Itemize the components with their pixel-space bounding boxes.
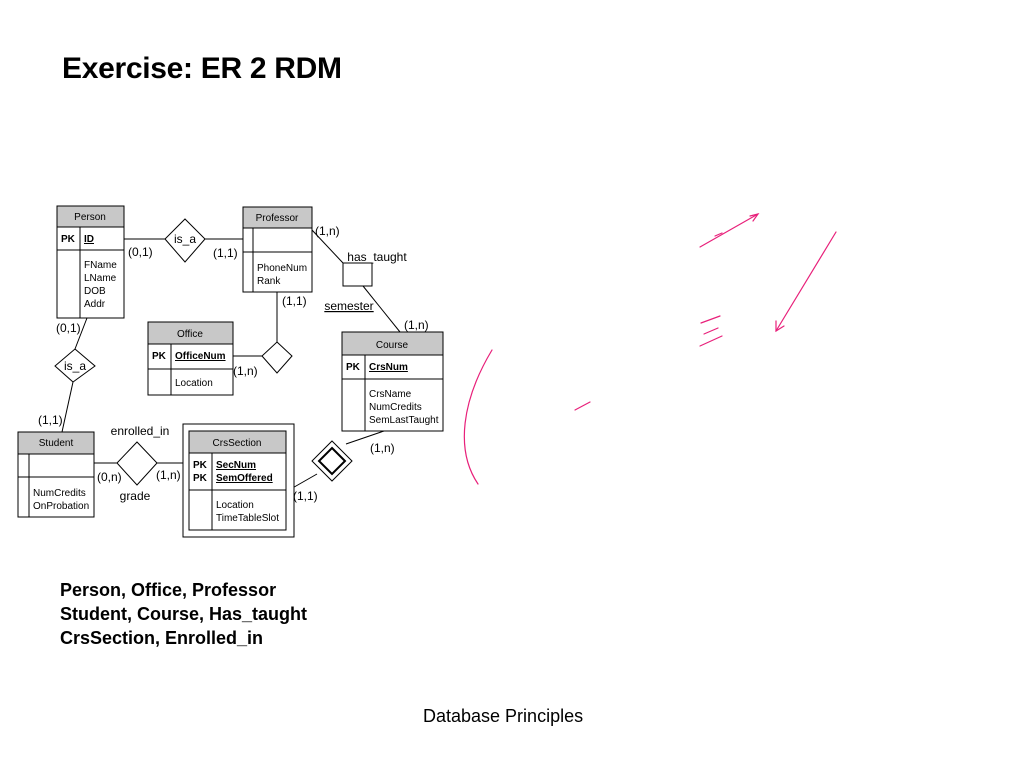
cardinality: (1,1) [282,294,307,308]
pk-attribute: OfficeNum [175,351,226,362]
isa-label-professor: is_a [174,232,196,246]
entity-summary: Person, Office, Professor Student, Cours… [60,578,307,650]
pk-label: PK [152,351,167,362]
attribute: Location [175,378,213,389]
pk-label: PK [193,473,208,484]
cardinality: (0,1) [56,321,81,335]
slide-title: Exercise: ER 2 RDM [62,52,342,85]
annotation-strokes [463,213,837,485]
entity-name: Office [177,329,203,340]
cardinality: (1,1) [213,246,238,260]
attribute: Location [216,500,254,511]
cardinality-labels: (0,1) (1,1) (1,n) (1,1) (1,n) (1,n) (1,n… [38,224,429,503]
entity-person: Person PK ID FName LName DOB Addr [56,205,125,319]
entity-name: CrsSection [213,438,262,449]
entity-name: Course [376,340,409,351]
enrolled-in-diamond [116,441,158,486]
summary-line: Person, Office, Professor [60,580,277,600]
cardinality: (0,n) [97,470,122,484]
pk-attribute: ID [84,234,94,245]
summary-line: Student, Course, Has_taught [60,604,308,624]
cardinality: (1,n) [315,224,340,238]
grade-attribute-label: grade [120,489,151,503]
semester-attribute-label: semester [324,299,373,313]
slide-footer: Database Principles [423,706,584,726]
cardinality: (0,1) [128,245,153,259]
isa-diamond-professor [164,218,206,263]
pk-attribute: CrsNum [369,362,408,373]
cardinality: (1,1) [293,489,318,503]
attribute: Addr [84,299,106,310]
entity-office: Office PK OfficeNum Location [147,321,234,396]
enrolled-in-label: enrolled_in [111,424,170,438]
pk-label: PK [346,362,361,373]
cardinality: (1,1) [38,413,63,427]
identifying-relationship-inner [317,446,347,476]
has-taught-label: has_taught [347,250,407,264]
entity-crssection: CrsSection PK PK SecNum SemOffered Locat… [182,423,295,538]
attribute: NumCredits [369,402,422,413]
cardinality: (1,n) [233,364,258,378]
attribute: FName [84,260,117,271]
summary-line: CrsSection, Enrolled_in [60,628,264,648]
attribute: NumCredits [33,488,86,499]
cardinality: (1,n) [156,468,181,482]
office-relationship-diamond [261,341,293,374]
cardinality: (1,n) [404,318,429,332]
attribute: OnProbation [33,501,89,512]
attribute: DOB [84,286,106,297]
attribute: PhoneNum [257,263,307,274]
cardinality: (1,n) [370,441,395,455]
isa-label-student: is_a [64,359,86,373]
attribute: Rank [257,276,281,287]
pk-label: PK [61,234,76,245]
attribute: LName [84,273,117,284]
isa-diamond-student [54,348,96,383]
identifying-relationship-outer [311,440,353,482]
entity-professor: Professor PhoneNum Rank [242,206,313,293]
has-taught-box [342,262,373,287]
attribute: CrsName [369,389,412,400]
attribute: SemLastTaught [369,415,439,426]
entity-name: Professor [256,213,299,224]
pk-attribute: SemOffered [216,473,273,484]
pk-label: PK [193,460,208,471]
pk-attribute: SecNum [216,460,256,471]
entity-name: Person [74,212,106,223]
entity-student: Student NumCredits OnProbation [17,431,95,518]
entity-course: Course PK CrsNum CrsName NumCredits SemL… [341,331,444,432]
attribute: TimeTableSlot [216,513,279,524]
entity-name: Student [39,438,74,449]
